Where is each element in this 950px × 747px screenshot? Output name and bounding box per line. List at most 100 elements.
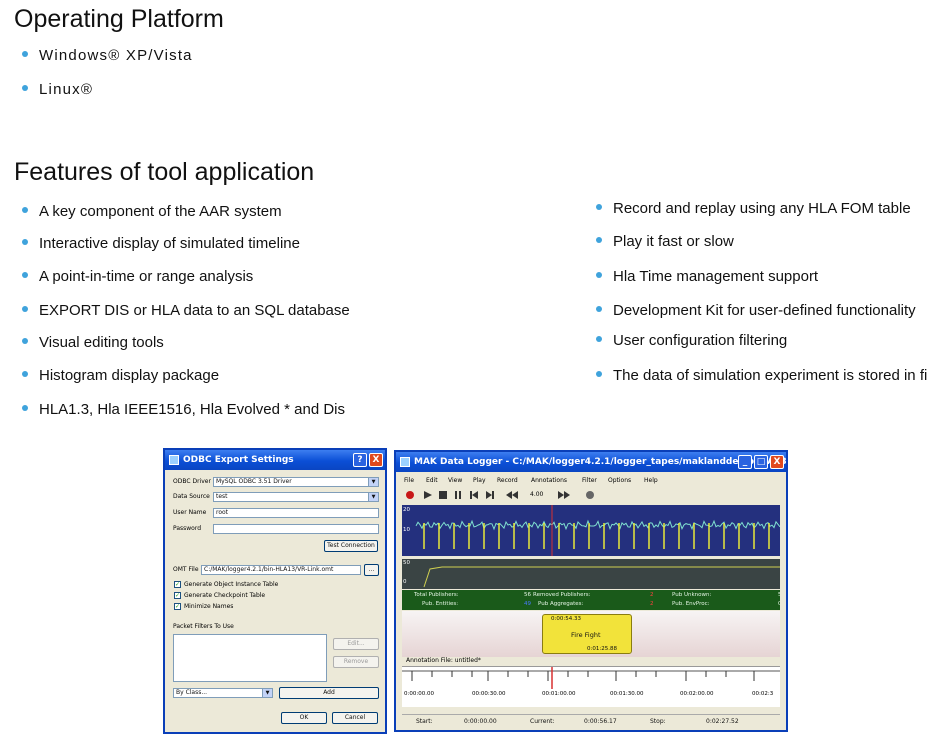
menu-file[interactable]: File (404, 477, 415, 484)
menu-help[interactable]: Help (644, 477, 658, 484)
bullet-icon (22, 371, 28, 378)
add-button[interactable]: Add (279, 687, 379, 699)
bullet-icon (22, 272, 28, 279)
histogram-trace (415, 519, 780, 531)
feature-item-text: Interactive display of simulated timelin… (39, 235, 300, 252)
annotation-label: Fire Fight (571, 631, 601, 639)
record-icon[interactable] (406, 491, 414, 499)
pub-envproc-value: 0 (778, 601, 780, 607)
feature-item-text: Development Kit for user-defined functio… (613, 302, 916, 319)
browse-button[interactable]: ... (364, 564, 379, 576)
platform-item-text: Windows® XP/Vista (39, 47, 193, 64)
close-button[interactable]: X (770, 455, 784, 469)
feature-item-text: User configuration filtering (613, 332, 788, 349)
removed-publishers-label: Removed Publishers: (533, 592, 591, 598)
features-heading: Features of tool application (14, 158, 315, 186)
menu-options[interactable]: Options (608, 477, 632, 484)
chevron-down-icon[interactable]: ▼ (262, 689, 272, 697)
fast-forward-icon[interactable] (558, 491, 564, 499)
feature-item-text: A key component of the AAR system (39, 203, 282, 220)
feature-item-text: Play it fast or slow (613, 233, 734, 250)
removed-publishers-value: 2 (650, 592, 654, 598)
password-input[interactable] (213, 524, 379, 534)
timeline-ruler[interactable]: 0:00:00.00 00:00:30.00 00:01:00.00 00:01… (402, 666, 780, 707)
feature-item-text: A point-in-time or range analysis (39, 268, 254, 285)
checkbox-label: Minimize Names (184, 603, 234, 610)
feature-item: A point-in-time or range analysis (22, 268, 253, 286)
minimize-button[interactable]: _ (738, 455, 752, 469)
window-icon (169, 455, 179, 465)
bullet-icon (22, 306, 28, 313)
menu-annotations[interactable]: Annotations (531, 477, 568, 484)
platform-item: Linux® (22, 81, 93, 99)
total-publishers-label: Total Publishers: (414, 592, 459, 598)
loop-icon[interactable] (586, 491, 594, 499)
feature-item: EXPORT DIS or HLA data to an SQL databas… (22, 302, 350, 320)
entity-count-panel: 50 0 (402, 559, 780, 589)
menu-edit[interactable]: Edit (426, 477, 438, 484)
close-button[interactable]: X (369, 453, 383, 467)
stop-icon[interactable] (439, 491, 447, 499)
bullet-icon (596, 306, 602, 313)
feature-item-text: HLA1.3, Hla IEEE1516, Hla Evolved * and … (39, 401, 345, 418)
total-publishers-value: 56 (524, 592, 531, 598)
help-button[interactable]: ? (353, 453, 367, 467)
odbc-driver-select[interactable]: MySQL ODBC 3.51 Driver▼ (213, 477, 379, 487)
chevron-down-icon[interactable]: ▼ (368, 493, 378, 501)
feature-item: The data of simulation experiment is sto… (596, 367, 927, 385)
step-back-icon[interactable] (472, 491, 478, 499)
checkbox-checkpoint[interactable]: ✓ (174, 592, 181, 599)
password-label: Password (173, 525, 202, 532)
data-source-label: Data Source (173, 493, 210, 500)
maximize-button[interactable]: □ (754, 455, 768, 469)
bullet-icon (596, 371, 602, 378)
checkbox-label: Generate Object Instance Table (184, 581, 279, 588)
cancel-button[interactable]: Cancel (332, 712, 378, 724)
y-tick: 0 (403, 579, 407, 585)
bullet-icon (22, 207, 28, 214)
playback-toolbar (406, 491, 594, 499)
y-tick: 50 (403, 560, 410, 566)
annotation-panel: 0:00:54.33 Fire Fight 0:01:25.88 (402, 611, 780, 657)
menu-view[interactable]: View (448, 477, 463, 484)
checkbox-object-instance[interactable]: ✓ (174, 581, 181, 588)
pub-entities-value: 49 (524, 601, 531, 607)
play-icon[interactable] (424, 491, 432, 499)
by-class-select[interactable]: By Class... ▼ (173, 688, 273, 698)
rewind-icon[interactable] (512, 491, 518, 499)
by-class-value: By Class... (176, 689, 208, 696)
packet-filter-list[interactable] (173, 634, 327, 682)
bullet-icon (22, 239, 28, 246)
checkbox-minimize-names[interactable]: ✓ (174, 603, 181, 610)
entity-count-line (423, 566, 780, 588)
pub-unknown-value: 5 (778, 592, 780, 598)
bullet-icon (596, 272, 602, 279)
feature-item: Play it fast or slow (596, 233, 734, 251)
stats-panel: Total Publishers: 56 Removed Publishers:… (402, 590, 780, 610)
feature-item-text: EXPORT DIS or HLA data to an SQL databas… (39, 302, 350, 319)
data-source-select[interactable]: test▼ (213, 492, 379, 502)
feature-item-text: The data of simulation experiment is sto… (613, 367, 928, 384)
feature-item: Development Kit for user-defined functio… (596, 302, 916, 320)
menu-play[interactable]: Play (473, 477, 486, 484)
step-forward-icon[interactable] (486, 491, 492, 499)
feature-item: Visual editing tools (22, 334, 164, 352)
pause-icon[interactable] (455, 491, 457, 499)
bullet-icon (596, 237, 602, 244)
edit-button[interactable]: Edit... (333, 638, 379, 650)
timeline-tick-label: 00:01:30.00 (610, 691, 644, 697)
user-name-input[interactable]: root (213, 508, 379, 518)
menu-record[interactable]: Record (497, 477, 518, 484)
menu-filter[interactable]: Filter (582, 477, 597, 484)
test-connection-button[interactable]: Test Connection (324, 540, 378, 552)
annotation-fire-fight[interactable]: 0:00:54.33 Fire Fight 0:01:25.88 (542, 614, 632, 654)
chevron-down-icon[interactable]: ▼ (368, 478, 378, 486)
pub-aggregates-value: 2 (650, 601, 654, 607)
ok-button[interactable]: OK (281, 712, 327, 724)
omt-file-input[interactable]: C:/MAK/logger4.2.1/bin-HLA13/VR-Link.omt (201, 565, 361, 575)
feature-item: Record and replay using any HLA FOM tabl… (596, 200, 911, 218)
start-value: 0:00:00.00 (464, 718, 497, 725)
annotation-start-time: 0:00:54.33 (551, 616, 581, 622)
remove-button[interactable]: Remove (333, 656, 379, 668)
